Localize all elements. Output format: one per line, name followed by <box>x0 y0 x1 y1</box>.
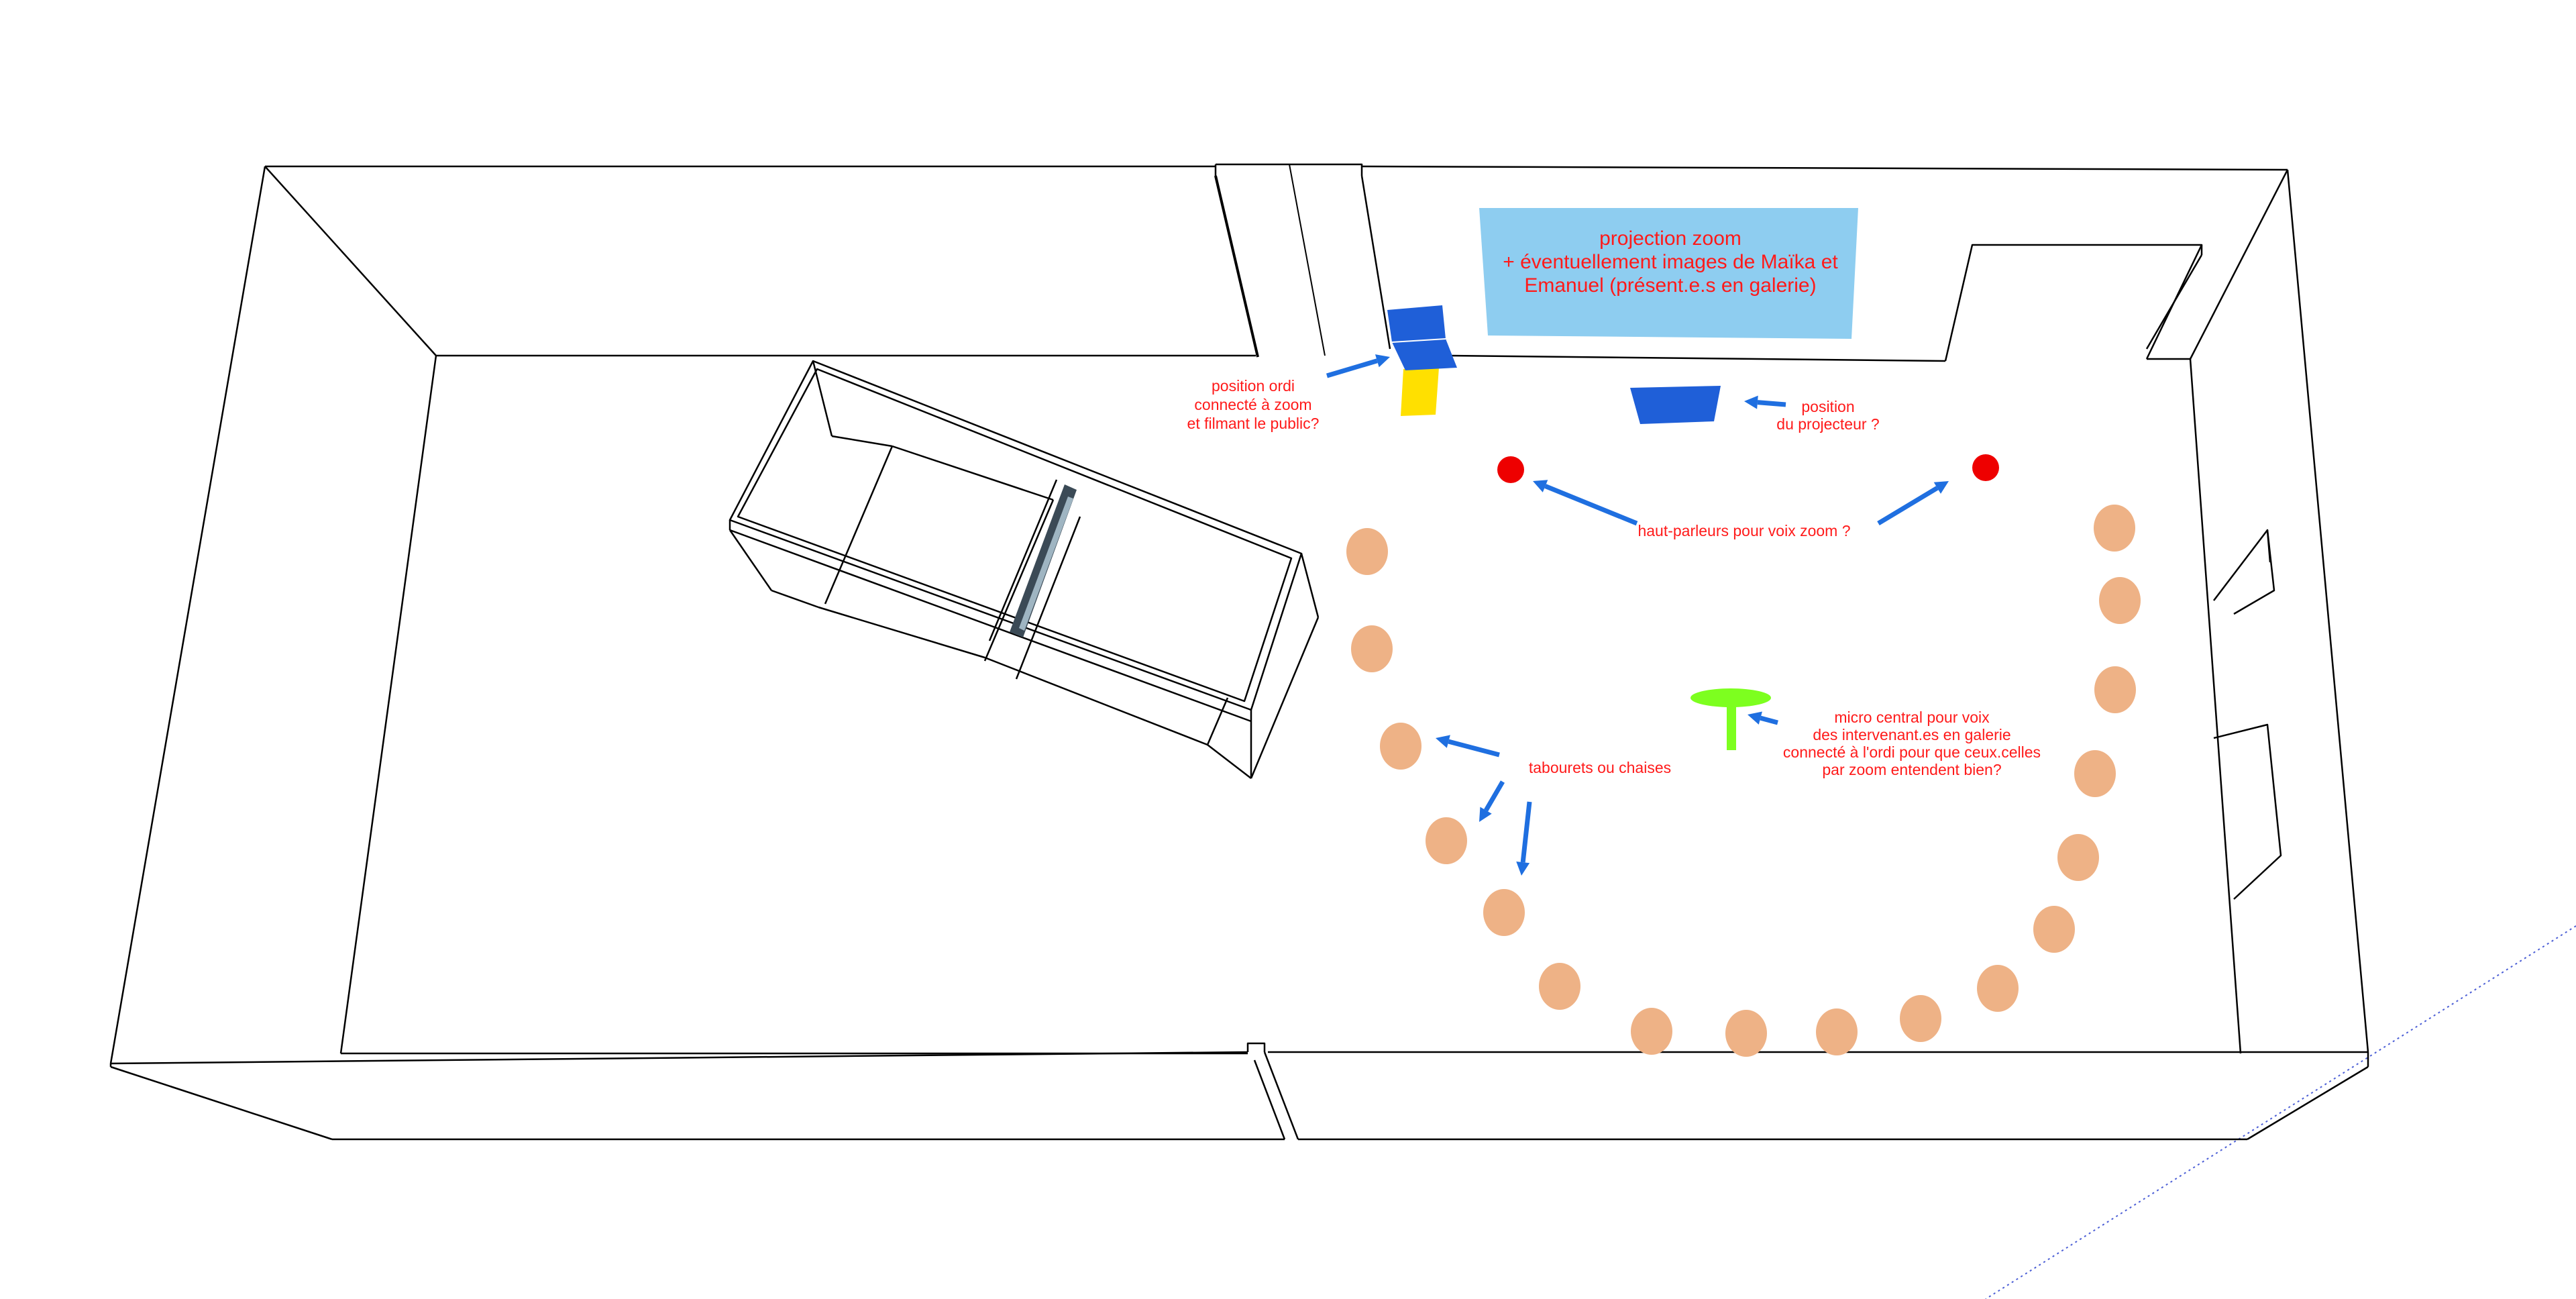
seats-annotation: tabourets ou chaises <box>1529 759 1671 776</box>
microphone-label-line4: par zoom entendent bien? <box>1822 761 2001 778</box>
annotation-arrows <box>1326 354 1949 876</box>
stool-icon <box>2074 750 2116 797</box>
microphone-icon <box>1690 688 1771 750</box>
display-case <box>729 360 1320 779</box>
arrow-icon <box>1533 480 1638 526</box>
microphone-annotation: micro central pour voix des intervenant.… <box>1783 709 2041 778</box>
stool-icon <box>1483 889 1525 936</box>
speaker-right-icon <box>1972 454 1999 481</box>
speaker-left-icon <box>1497 456 1524 483</box>
room-walls <box>109 163 2369 1141</box>
arrow-icon <box>1326 354 1390 378</box>
projector-annotation: position du projecteur ? <box>1776 398 1879 433</box>
projection-screen: projection zoom + éventuellement images … <box>1479 208 1858 339</box>
stool-icon <box>1351 625 1393 672</box>
stool-icon <box>2057 834 2099 881</box>
speakers-label-line1: haut-parleurs pour voix zoom ? <box>1638 522 1850 539</box>
arrow-icon <box>1877 481 1949 526</box>
computer-label-line1: position ordi <box>1212 377 1295 395</box>
microphone-label-line1: micro central pour voix <box>1834 709 1990 726</box>
stool-icon <box>2033 906 2075 953</box>
stool-icon <box>1816 1008 1858 1055</box>
stool-icon <box>1539 963 1580 1010</box>
microphone-label-line3: connecté à l'ordi pour que ceux.celles <box>1783 743 2041 761</box>
projector-icon <box>1630 386 1721 424</box>
arrow-icon <box>1516 801 1532 876</box>
seats-label-line1: tabourets ou chaises <box>1529 759 1671 776</box>
computer-label-line2: connecté à zoom <box>1194 396 1311 413</box>
stool-icon <box>1900 995 1941 1042</box>
stool-icon <box>1977 965 2019 1012</box>
stool-icon <box>2099 577 2141 624</box>
laptop-icon <box>1387 305 1457 416</box>
projection-label-line2: + éventuellement images de Maïka et <box>1503 251 1838 273</box>
speakers-annotation: haut-parleurs pour voix zoom ? <box>1638 522 1850 539</box>
projector-label-line2: du projecteur ? <box>1776 415 1879 433</box>
axis-guide-line <box>1985 925 2576 1299</box>
computer-label-line3: et filmant le public? <box>1187 415 1320 432</box>
arrow-icon <box>1479 780 1505 822</box>
arrow-icon <box>1744 395 1786 409</box>
stool-icon <box>1725 1010 1767 1057</box>
stool-icon <box>2094 505 2135 552</box>
arrow-icon <box>1748 711 1778 725</box>
microphone-label-line2: des intervenant.es en galerie <box>1813 726 2010 743</box>
stool-icon <box>2094 666 2136 713</box>
projection-label-line1: projection zoom <box>1599 227 1741 250</box>
computer-annotation: position ordi connecté à zoom et filmant… <box>1187 377 1320 432</box>
projector-label-line1: position <box>1801 398 1854 415</box>
stool-icon <box>1380 723 1421 770</box>
stool-icon <box>1346 528 1388 575</box>
projection-label-line3: Emanuel (présent.e.s en galerie) <box>1524 274 1816 297</box>
stool-icon <box>1631 1008 1672 1055</box>
arrow-icon <box>1436 735 1500 758</box>
seating-ring <box>1346 505 2141 1057</box>
stool-icon <box>1426 817 1467 864</box>
